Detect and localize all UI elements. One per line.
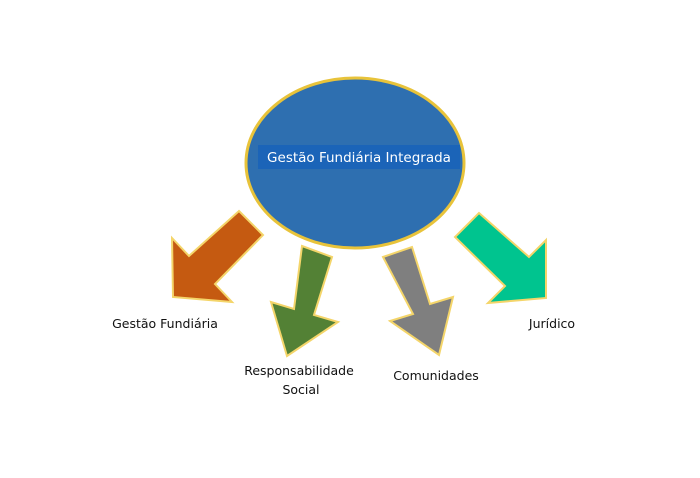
label-comunidades: Comunidades: [393, 368, 479, 383]
center-label-bg: [258, 145, 460, 169]
label-responsabilidade-social-line-2: Social: [282, 382, 319, 397]
arrow-gestao-fundiaria: [170, 209, 265, 304]
label-gestao-fundiaria: Gestão Fundiária: [112, 316, 218, 331]
label-comunidades-line-1: Comunidades: [393, 368, 479, 383]
label-responsabilidade-social: Responsabilidade Social: [244, 363, 358, 397]
arrow-responsabilidade-social: [269, 244, 341, 358]
center-label: Gestão Fundiária Integrada: [267, 150, 451, 166]
arrow-juridico: [453, 211, 547, 305]
label-juridico-line-1: Jurídico: [528, 316, 575, 331]
label-gestao-fundiaria-line-1: Gestão Fundiária: [112, 316, 218, 331]
arrow-comunidades: [381, 245, 455, 357]
label-juridico: Jurídico: [528, 316, 575, 331]
label-responsabilidade-social-line-1: Responsabilidade: [244, 363, 354, 378]
